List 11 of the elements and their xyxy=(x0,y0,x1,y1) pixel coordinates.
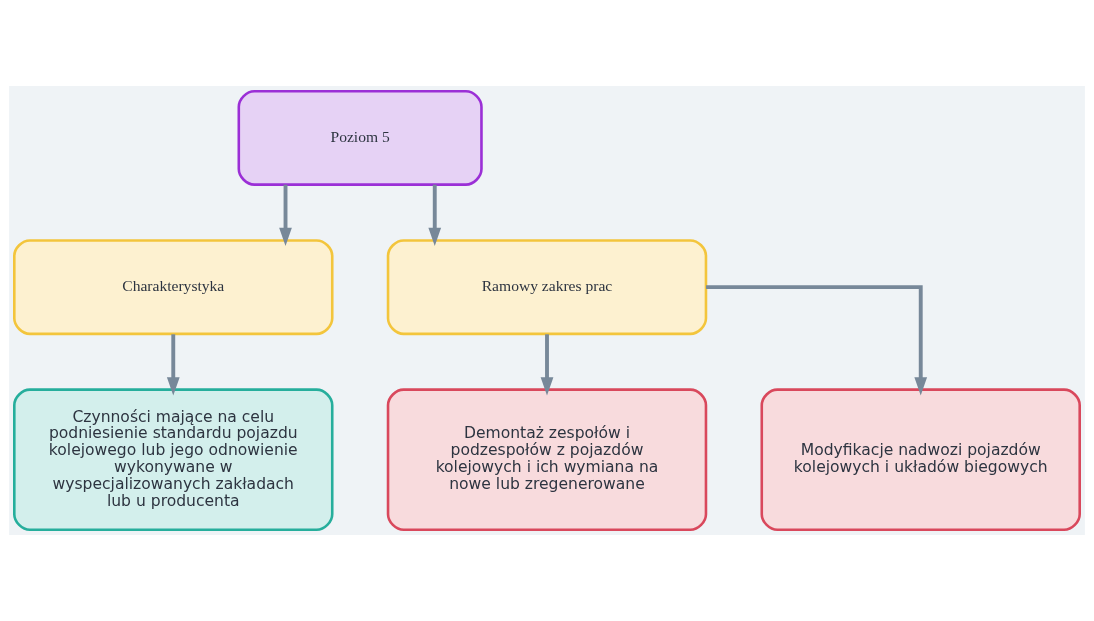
node-box: Czynności mające na celu podniesienie standardu pojazdu kolejowego lub jego odnowienie wykonywane w wyspecjalizowanych zakładach lub u producenta xyxy=(13,388,334,532)
arrow xyxy=(166,334,180,396)
node-box: Demontaż zespołów i podzespołów z pojazdów kolejowych i ich wymiana na nowe lub zregenerowane xyxy=(386,388,708,532)
arrow xyxy=(540,334,554,396)
arrow xyxy=(706,285,928,396)
node-box: Poziom 5 xyxy=(237,89,483,186)
node-box: Modyfikacje nadwozi pojazdów kolejowych i układów biegowych xyxy=(760,388,1081,532)
arrow xyxy=(279,184,292,246)
node-box: Ramowy zakres prac xyxy=(386,239,708,336)
node-box: Charakterystyka xyxy=(13,239,334,336)
arrow xyxy=(428,184,442,246)
